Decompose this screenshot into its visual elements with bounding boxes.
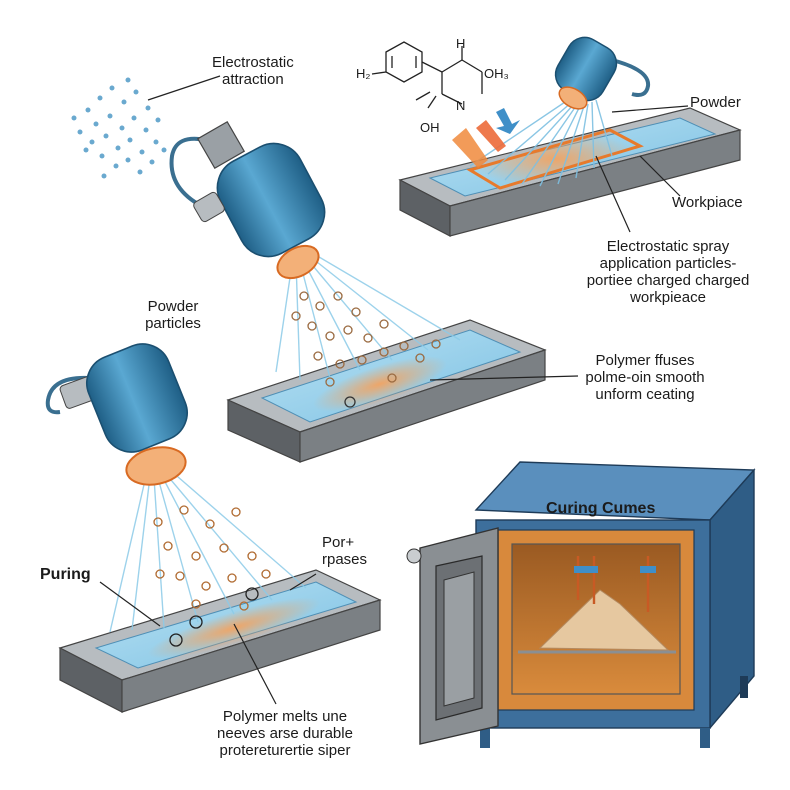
pores-label: Por+ rpases bbox=[322, 534, 368, 568]
attraction-leader-line bbox=[147, 75, 221, 101]
spray-caption: Electrostatic spray application particle… bbox=[586, 238, 750, 306]
chem-oh: OH bbox=[420, 120, 440, 135]
chemical-structure bbox=[371, 41, 483, 109]
middle-spray-droplets bbox=[291, 291, 441, 408]
top-right-tray bbox=[398, 107, 742, 237]
powder-label: Powder bbox=[690, 94, 741, 111]
spray-caption-leader-line bbox=[595, 155, 631, 233]
chem-oh3: OH₃ bbox=[484, 66, 509, 81]
middle-spray-gun bbox=[169, 120, 326, 280]
top-right-spray-cone bbox=[469, 99, 613, 187]
puring-leader-line bbox=[99, 581, 161, 627]
oven-door bbox=[406, 527, 499, 745]
middle-tray bbox=[226, 319, 547, 463]
workpiece-label: Workpiace bbox=[672, 194, 743, 211]
curing-title: Curing Cumes bbox=[546, 500, 656, 517]
melts-caption: Polymer melts une neeves arse durable pr… bbox=[217, 708, 353, 759]
bottom-spray-droplets bbox=[153, 505, 271, 647]
powder-leader-line bbox=[611, 105, 689, 113]
bottom-left-tray bbox=[58, 569, 382, 713]
charge-arrows bbox=[452, 108, 520, 168]
fuses-caption: Polymer ffuses polme-oin smooth unform c… bbox=[585, 352, 705, 403]
top-right-spray-gun bbox=[554, 36, 651, 110]
chem-n: N bbox=[456, 98, 466, 113]
pores-leader-line bbox=[289, 573, 317, 591]
chem-h: H bbox=[456, 36, 466, 51]
middle-spray-cone bbox=[275, 253, 461, 381]
powder-particles-label: Powder particles bbox=[145, 298, 201, 332]
puring-label: Puring bbox=[40, 566, 91, 583]
curing-oven bbox=[474, 461, 756, 748]
charged-particle-cloud bbox=[71, 77, 167, 179]
workpiece-leader-line bbox=[639, 155, 681, 197]
chem-h2: H₂ bbox=[356, 66, 371, 81]
bottom-left-spray-gun bbox=[45, 343, 188, 486]
electrostatic-attraction-label: Electrostatic attraction bbox=[212, 54, 294, 88]
bottom-left-spray-cone bbox=[109, 469, 307, 633]
fuses-leader-line bbox=[429, 375, 579, 381]
melts-leader-line bbox=[233, 623, 277, 705]
